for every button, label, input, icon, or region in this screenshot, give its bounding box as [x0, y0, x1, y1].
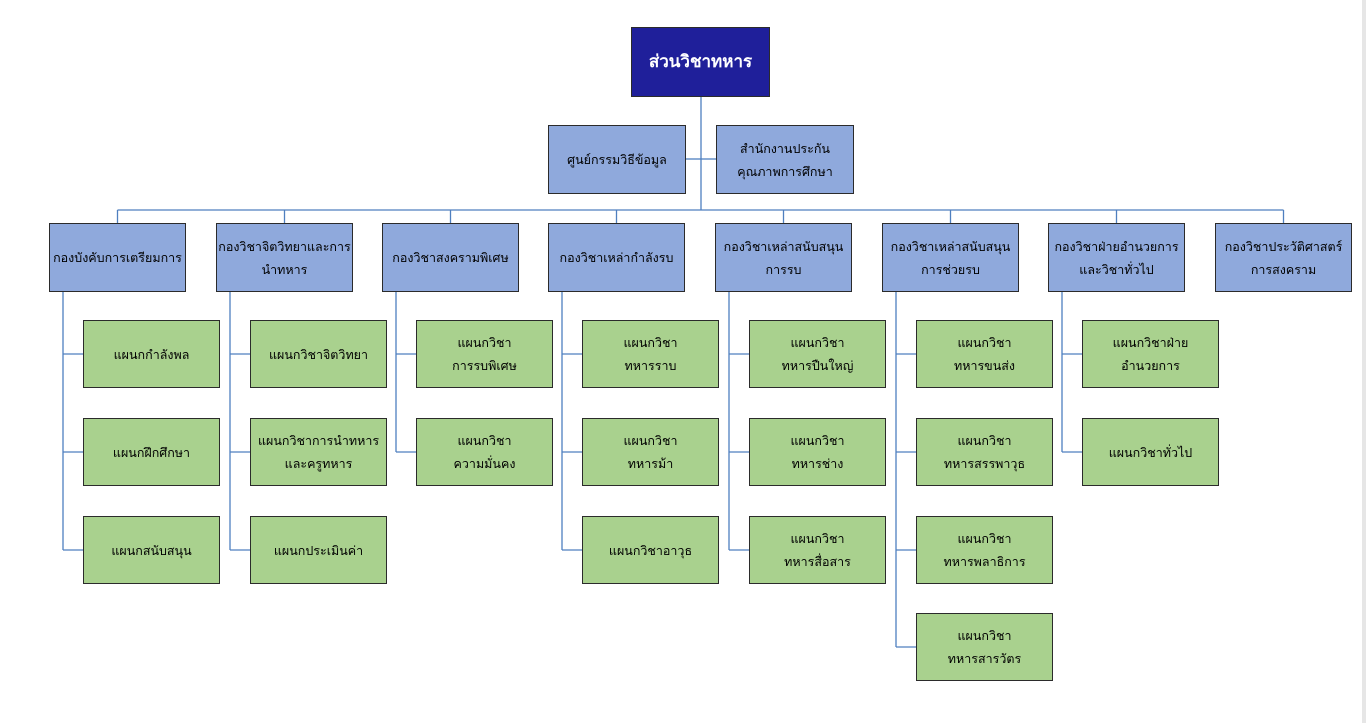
division-node-3-label-line: กองวิชาสงครามพิเศษ: [392, 250, 509, 265]
section-node-label-line: แผนกวิชา: [623, 433, 678, 448]
section-node-label-line: แผนกวิชาทั่วไป: [1108, 444, 1193, 460]
division-node-2-label-line: นำทหาร: [261, 261, 308, 277]
section-node-label-line: ทหารปืนใหญ่: [781, 358, 854, 373]
division-node-8: กองวิชาประวัติศาสตร์การสงคราม: [1215, 223, 1352, 292]
division-node-6: กองวิชาเหล่าสนับสนุนการช่วยรบ: [882, 223, 1019, 292]
division-node-6-label-line: การช่วยรบ: [921, 261, 980, 277]
division-node-3: กองวิชาสงครามพิเศษ: [382, 223, 519, 292]
section-node-label-line: แผนกวิชาฝ่าย: [1112, 335, 1189, 350]
section-node: แผนกวิชาทหารขนส่ง: [916, 320, 1053, 388]
section-node-label-line: แผนกกำลังพล: [113, 346, 190, 362]
section-node-label-line: แผนกวิชา: [790, 433, 845, 448]
section-node-label-line: แผนกวิชา: [957, 531, 1012, 546]
root-node: ส่วนวิชาทหาร: [631, 27, 770, 97]
section-node-label-line: แผนกวิชา: [957, 433, 1012, 448]
section-node-label-line: แผนกวิชา: [457, 335, 512, 350]
section-node: แผนกสนับสนุน: [83, 516, 220, 584]
staff-node-1-label-line: ศูนย์กรรมวิธีข้อมูล: [567, 152, 667, 167]
division-node-2-label-line: กองวิชาจิตวิทยาและการ: [218, 238, 351, 254]
section-node: แผนกวิชาทหารช่าง: [749, 418, 886, 486]
section-node: แผนกวิชาทั่วไป: [1082, 418, 1219, 486]
division-node-7-label-line: และวิชาทั่วไป: [1079, 261, 1154, 277]
section-node-label-line: แผนกวิชา: [957, 335, 1012, 350]
section-node: แผนกวิชาทหารพลาธิการ: [916, 516, 1053, 584]
section-node: แผนกวิชาจิตวิทยา: [250, 320, 387, 388]
section-node-label-line: แผนกวิชา: [790, 531, 845, 546]
section-node-label-line: ทหารราบ: [624, 358, 677, 373]
section-node-label-line: แผนกวิชา: [457, 433, 512, 448]
division-node-8-label-line: กองวิชาประวัติศาสตร์: [1224, 238, 1343, 254]
section-node: แผนกวิชาทหารราบ: [582, 320, 719, 388]
division-node-8-label-line: การสงคราม: [1250, 261, 1317, 277]
scrollbar[interactable]: [1362, 0, 1366, 723]
division-node-4-label-line: กองวิชาเหล่ากำลังรบ: [559, 250, 674, 265]
staff-node-2-label-line: คุณภาพการศึกษา: [737, 163, 833, 179]
section-node: แผนกวิชาฝ่ายอำนวยการ: [1082, 320, 1219, 388]
section-node-label-line: ทหารม้า: [627, 456, 674, 471]
section-node-label-line: ทหารสรรพาวุธ: [943, 456, 1026, 471]
staff-node-2: สำนักงานประกันคุณภาพการศึกษา: [716, 125, 854, 194]
section-node-label-line: แผนกสนับสนุน: [111, 542, 192, 558]
section-node-label-line: ทหารขนส่ง: [953, 358, 1016, 373]
division-node-7: กองวิชาฝ่ายอำนวยการและวิชาทั่วไป: [1048, 223, 1185, 292]
section-node-label-line: ความมั่นคง: [453, 456, 516, 471]
section-node-label-line: ทหารช่าง: [791, 456, 844, 471]
division-node-5-label-line: กองวิชาเหล่าสนับสนุน: [723, 238, 844, 254]
division-node-1-label-line: กองบังคับการเตรียมการ: [53, 250, 182, 265]
section-node-label-line: แผนกฝึกศึกษา: [112, 444, 191, 460]
section-node-label-line: แผนกวิชา: [957, 628, 1012, 643]
section-node: แผนกวิชาทหารม้า: [582, 418, 719, 486]
section-node: แผนกฝึกศึกษา: [83, 418, 220, 486]
section-node-label-line: อำนวยการ: [1121, 358, 1180, 373]
division-node-7-label-line: กองวิชาฝ่ายอำนวยการ: [1054, 238, 1179, 254]
section-node: แผนกวิชาทหารสารวัตร: [916, 613, 1053, 681]
section-node: แผนกวิชาทหารสรรพาวุธ: [916, 418, 1053, 486]
division-node-5-label-line: การรบ: [765, 261, 802, 277]
root-node-label-line: ส่วนวิชาทหาร: [648, 51, 753, 72]
section-node-label-line: แผนกวิชา: [623, 335, 678, 350]
division-node-2: กองวิชาจิตวิทยาและการนำทหาร: [216, 223, 353, 292]
section-node-label-line: แผนกวิชา: [790, 335, 845, 350]
staff-node-1: ศูนย์กรรมวิธีข้อมูล: [548, 125, 686, 194]
section-node-label-line: ทหารสื่อสาร: [784, 554, 851, 569]
section-node-label-line: การรบพิเศษ: [452, 358, 517, 373]
section-node-label-line: และครูทหาร: [284, 456, 353, 471]
staff-node-2-label-line: สำนักงานประกัน: [740, 140, 830, 156]
section-node-label-line: แผนกวิชาอาวุธ: [608, 542, 693, 558]
section-node-label-line: แผนกวิชาจิตวิทยา: [268, 346, 369, 362]
division-node-6-label-line: กองวิชาเหล่าสนับสนุน: [890, 238, 1011, 254]
section-node: แผนกวิชาการนำทหารและครูทหาร: [250, 418, 387, 486]
section-node: แผนกวิชาความมั่นคง: [416, 418, 553, 486]
section-node-label-line: แผนกวิชาการนำทหาร: [257, 433, 380, 448]
section-node-label-line: ทหารพลาธิการ: [943, 554, 1026, 569]
section-node: แผนกวิชาอาวุธ: [582, 516, 719, 584]
division-node-1: กองบังคับการเตรียมการ: [49, 223, 186, 292]
section-node: แผนกวิชาการรบพิเศษ: [416, 320, 553, 388]
division-node-4: กองวิชาเหล่ากำลังรบ: [548, 223, 685, 292]
section-node: แผนกวิชาทหารสื่อสาร: [749, 516, 886, 584]
division-node-5: กองวิชาเหล่าสนับสนุนการรบ: [715, 223, 852, 292]
section-node: แผนกกำลังพล: [83, 320, 220, 388]
section-node-label-line: ทหารสารวัตร: [947, 651, 1022, 666]
section-node: แผนกวิชาทหารปืนใหญ่: [749, 320, 886, 388]
section-node: แผนกประเมินค่า: [250, 516, 387, 584]
section-node-label-line: แผนกประเมินค่า: [273, 542, 364, 558]
